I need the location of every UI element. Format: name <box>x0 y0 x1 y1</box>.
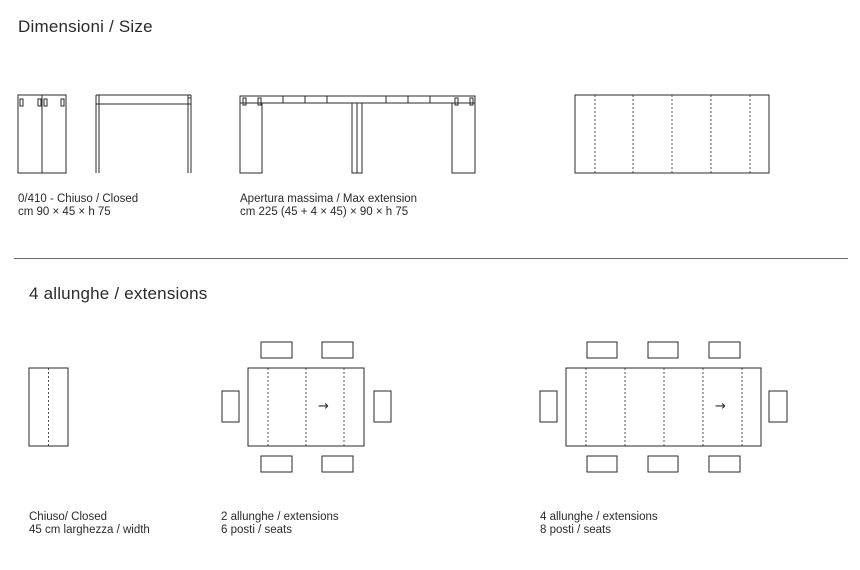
closed-plan-drawing <box>28 367 69 447</box>
closed-caption-line-1: 0/410 - Chiuso / Closed <box>18 193 139 205</box>
closed-plan-caption-line-1: Chiuso/ Closed <box>29 511 107 523</box>
closed-caption: 0/410 - Chiuso / Closed cm 90 × 45 × h 7… <box>18 193 138 219</box>
section-title-size: Dimensioni / Size <box>18 17 153 36</box>
max-extension-top-view-drawing <box>574 94 770 174</box>
closed-plan-caption-line-2: 45 cm larghezza / width <box>29 524 150 536</box>
closed-caption-line-2: cm 90 × 45 × h 75 <box>18 206 111 218</box>
max-extension-caption-line-2: cm 225 (45 + 4 × 45) × 90 × h 75 <box>240 206 409 218</box>
two-extensions-plan-drawing <box>221 341 392 473</box>
arrow-right-icon: → <box>318 399 329 414</box>
two-extensions-caption-line-1: 2 allunghe / extensions <box>221 511 339 523</box>
closed-plan-caption: Chiuso/ Closed 45 cm larghezza / width <box>29 511 150 537</box>
max-extension-caption: Apertura massima / Max extension cm 225 … <box>240 193 417 219</box>
max-extension-front-view-drawing <box>239 95 476 174</box>
four-extensions-caption: 4 allunghe / extensions 8 posti / seats <box>540 511 658 537</box>
four-extensions-plan-drawing <box>539 341 788 473</box>
max-extension-caption-line-1: Apertura massima / Max extension <box>240 193 418 205</box>
arrow-right-icon: → <box>715 399 726 414</box>
four-extensions-caption-line-2: 8 posti / seats <box>540 524 611 536</box>
section-title-extensions: 4 allunghe / extensions <box>29 284 208 303</box>
two-extensions-caption-line-2: 6 posti / seats <box>221 524 292 536</box>
closed-front-view-drawing <box>17 94 67 174</box>
four-extensions-caption-line-1: 4 allunghe / extensions <box>540 511 658 523</box>
two-extensions-caption: 2 allunghe / extensions 6 posti / seats <box>221 511 339 537</box>
closed-side-view-drawing <box>95 94 192 173</box>
